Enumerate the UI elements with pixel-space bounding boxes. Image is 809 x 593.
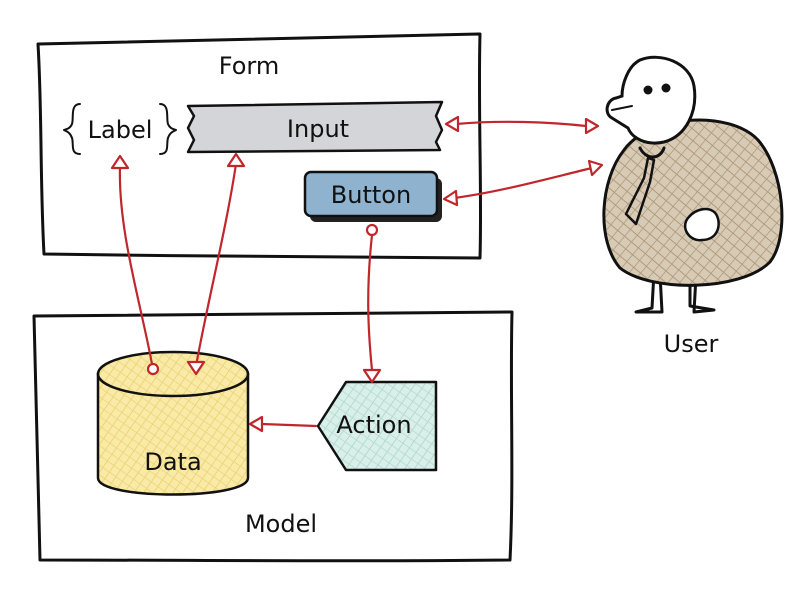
button-user-link xyxy=(442,159,604,207)
form-button: Button xyxy=(303,170,442,222)
button-action-link xyxy=(362,223,382,384)
form-title: Form xyxy=(219,52,279,80)
button-text: Button xyxy=(331,181,411,209)
data-text: Data xyxy=(144,448,201,476)
user-tie xyxy=(624,156,656,226)
user-figure: User xyxy=(602,55,784,358)
connectors xyxy=(110,115,604,433)
data-store: Data xyxy=(96,350,250,496)
user-hand xyxy=(683,207,720,242)
action-node: Action xyxy=(316,380,438,472)
model-title: Model xyxy=(245,510,317,538)
input-text: Input xyxy=(287,115,349,143)
input-data-link xyxy=(186,152,246,376)
form-box: Form xyxy=(36,32,483,260)
label-text: Label xyxy=(88,116,153,144)
user-head xyxy=(605,55,697,145)
model-box: Model xyxy=(32,310,514,563)
user-label: User xyxy=(664,330,719,358)
user-eye-right xyxy=(661,83,671,93)
action-text: Action xyxy=(336,411,411,439)
action-data-link xyxy=(248,415,318,433)
form-input-field: Input xyxy=(186,100,444,154)
user-eye-left xyxy=(643,85,653,95)
label-data-link xyxy=(110,154,160,376)
input-user-link xyxy=(444,115,600,135)
form-label-field: Label xyxy=(63,103,177,155)
